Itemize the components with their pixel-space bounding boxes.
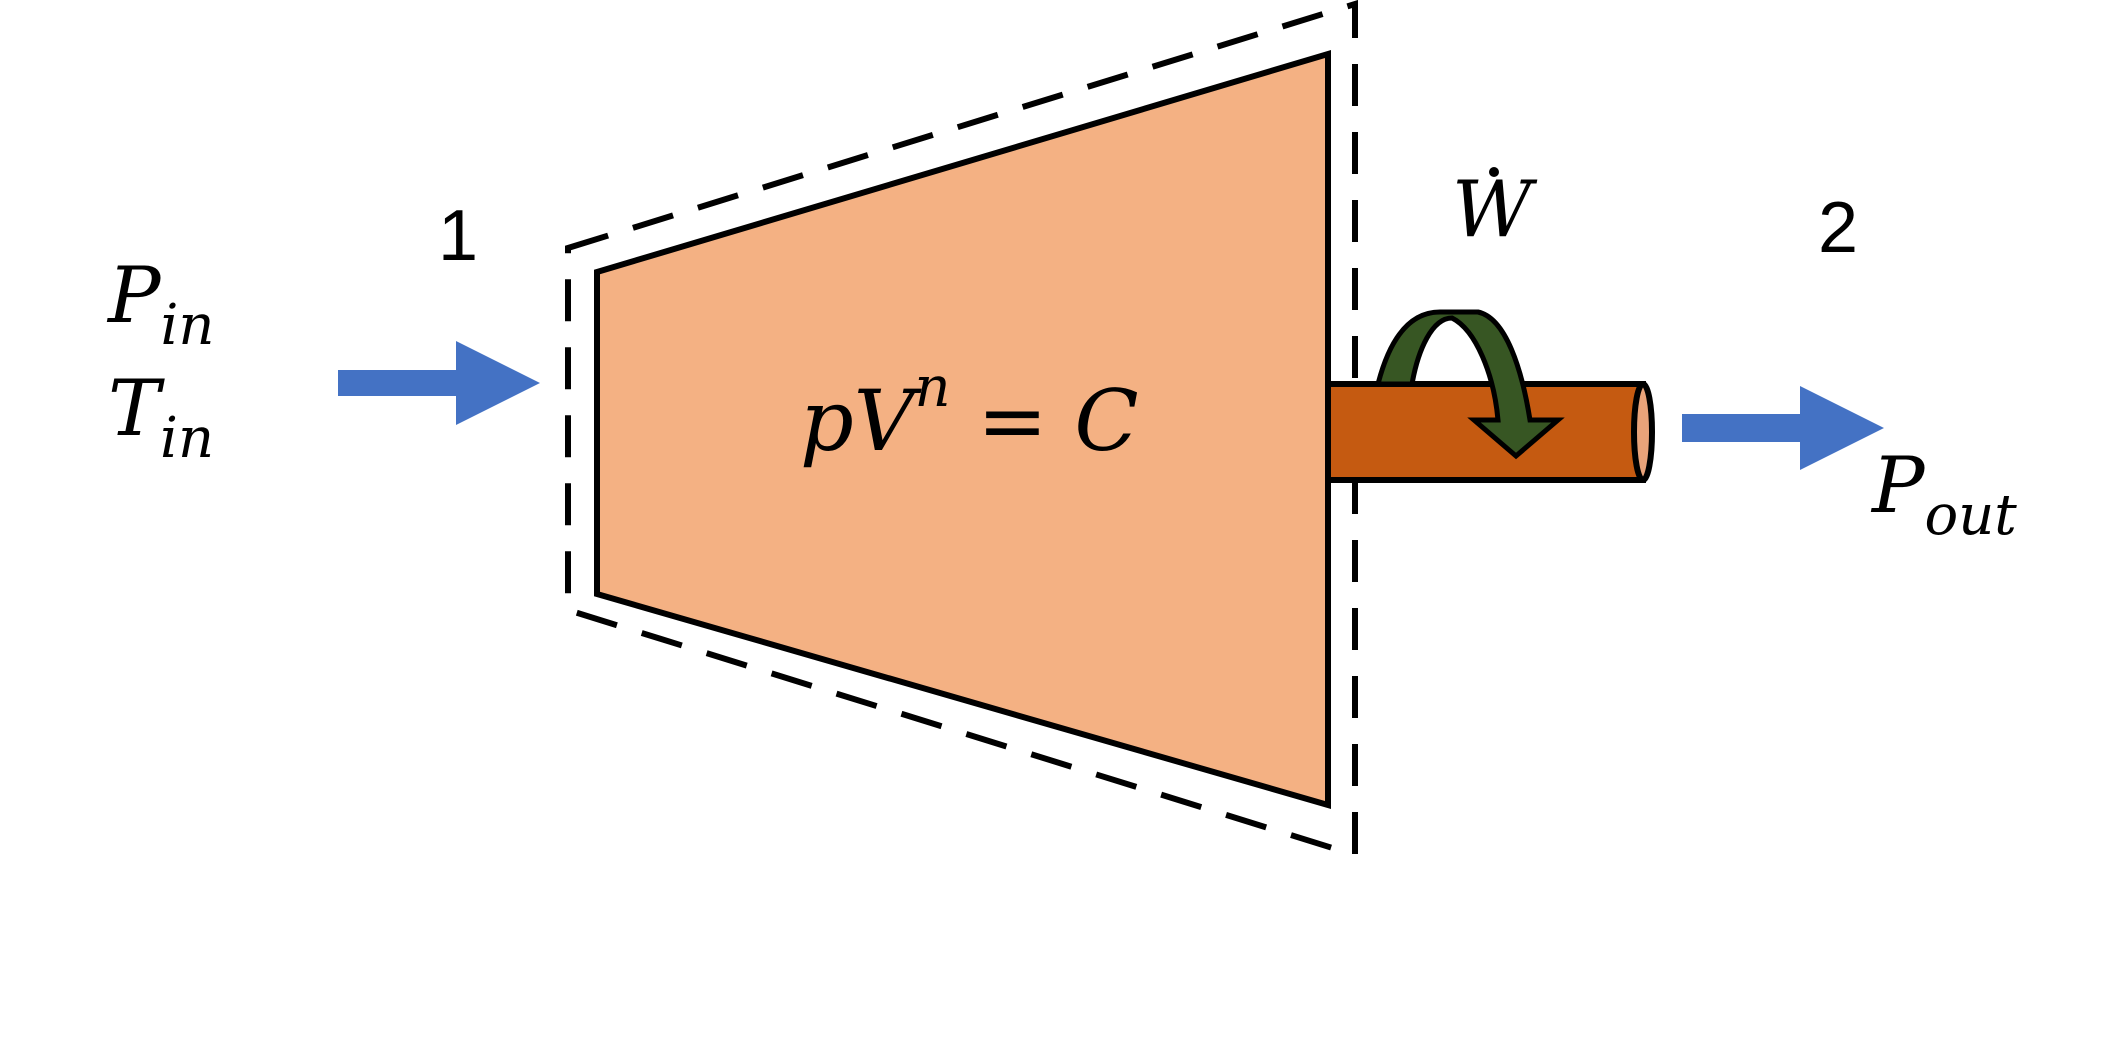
inlet-arrow-icon bbox=[338, 341, 540, 425]
work-rate-label: W bbox=[1452, 165, 1538, 255]
station-1-label: 1 bbox=[438, 196, 478, 276]
process-equation: pVn = C bbox=[800, 355, 1139, 470]
svg-text:W: W bbox=[1452, 165, 1538, 255]
inlet-pressure-label: Pin bbox=[106, 251, 214, 358]
outlet-arrow-icon bbox=[1682, 386, 1884, 470]
shaft-end bbox=[1631, 381, 1655, 483]
compressor-body bbox=[594, 49, 1331, 809]
station-2-label: 2 bbox=[1818, 188, 1858, 268]
inlet-temperature-label: Tin bbox=[108, 364, 214, 471]
rotation-arrow-icon bbox=[1374, 309, 1565, 460]
time-derivative-dot bbox=[1489, 167, 1499, 177]
control-volume-boundary bbox=[565, 0, 1358, 860]
outlet-pressure-label: Pout bbox=[1870, 441, 2017, 548]
